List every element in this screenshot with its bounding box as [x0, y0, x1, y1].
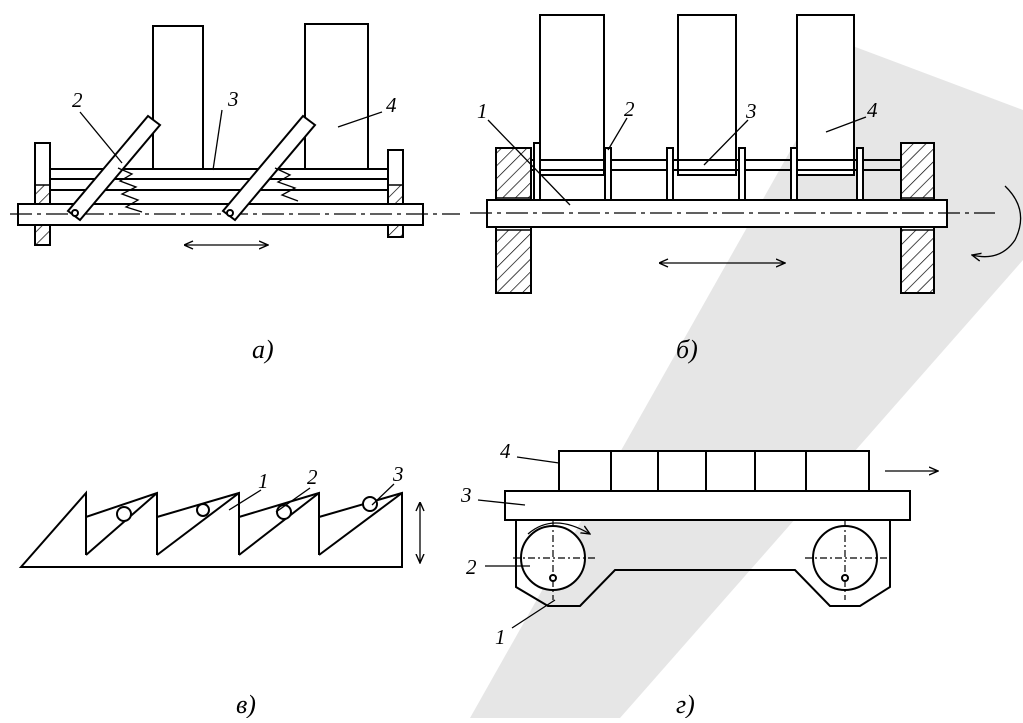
label-a-3: 3 — [227, 87, 239, 111]
label-b-1: 1 — [477, 99, 488, 123]
box-b-1 — [539, 14, 605, 176]
ball-2 — [196, 503, 210, 517]
label-a-4: 4 — [386, 93, 397, 117]
caption-a: а) — [252, 335, 274, 364]
caption-v: в) — [236, 690, 256, 718]
plate-2-left — [66, 114, 162, 222]
label-b-2: 2 — [624, 97, 635, 121]
diagram-b: 1 2 3 4 б) — [470, 14, 1022, 364]
label-b-3: 3 — [745, 99, 757, 123]
diagram-a: 2 3 4 а) — [10, 23, 460, 364]
box-b-3 — [796, 14, 855, 176]
caption-b: б) — [676, 335, 698, 364]
box-4-right — [304, 23, 369, 170]
label-v-1: 1 — [258, 469, 269, 493]
plate-2-right — [221, 114, 317, 222]
label-g-1: 1 — [495, 625, 506, 649]
label-a-2: 2 — [72, 88, 83, 112]
body-row — [558, 450, 870, 492]
sawtooth-tray — [18, 490, 403, 568]
carriage-plate — [504, 490, 911, 521]
ball-4 — [362, 496, 378, 512]
box-b-2 — [677, 14, 737, 176]
label-b-4: 4 — [867, 98, 878, 122]
box-4-left — [152, 25, 204, 170]
label-v-3: 3 — [392, 462, 404, 486]
diagram-v: 1 2 3 в) — [18, 462, 420, 719]
ball-1 — [116, 506, 132, 522]
label-g-3: 3 — [460, 483, 472, 507]
label-g-2: 2 — [466, 555, 477, 579]
label-g-4: 4 — [500, 439, 511, 463]
chassis — [515, 519, 891, 607]
label-v-2: 2 — [307, 465, 318, 489]
caption-g: г) — [676, 690, 695, 718]
diagram-g: 4 3 2 1 г) — [460, 439, 938, 719]
